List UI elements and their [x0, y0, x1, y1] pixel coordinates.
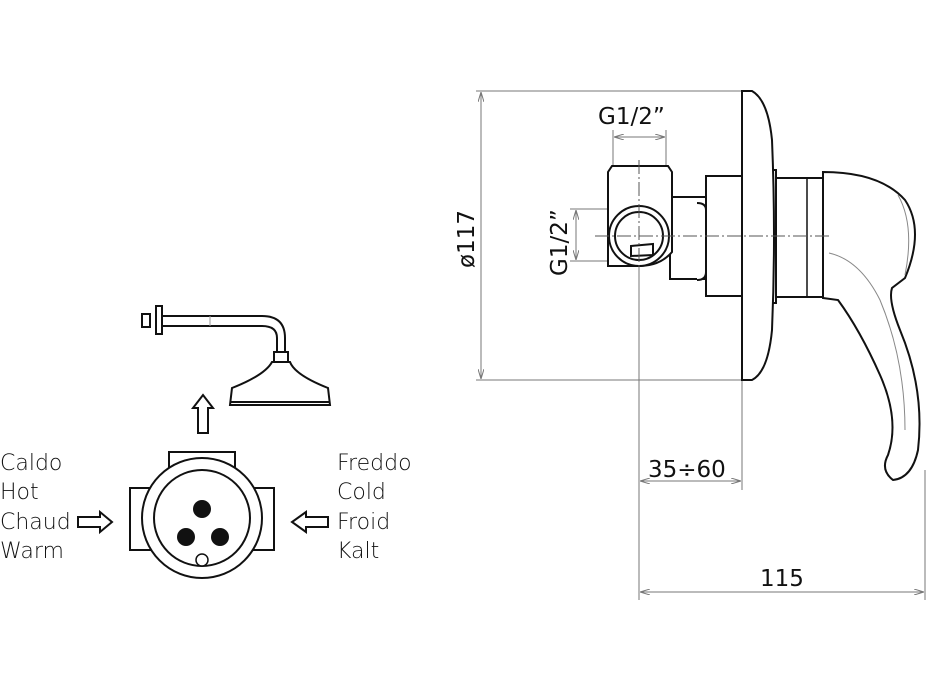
cold-label-it: Freddo	[337, 451, 412, 476]
hot-labels: Caldo Hot Chaud Warm	[0, 451, 71, 564]
thread-side-dimension: G1/2”	[547, 209, 573, 276]
hot-inlet-arrow-icon	[77, 509, 114, 535]
thread-top-dimension: G1/2”	[598, 104, 665, 130]
outlet-up-arrow-icon	[190, 393, 216, 434]
cold-inlet-arrow-icon	[290, 510, 329, 534]
wall-depth-dimension: 35÷60	[648, 457, 726, 483]
cold-label-de: Kalt	[337, 539, 379, 564]
plate-diameter-dimension: ø117	[454, 210, 480, 268]
hot-label-it: Caldo	[0, 451, 62, 476]
mixer-side-view: ø117 G1/2” G1/2” 35÷60 115	[454, 90, 926, 600]
shower-head-icon	[141, 305, 332, 406]
cold-labels: Freddo Cold Froid Kalt	[337, 451, 412, 564]
cold-label-en: Cold	[337, 480, 386, 505]
hot-label-fr: Chaud	[0, 510, 71, 535]
hot-label-en: Hot	[0, 480, 39, 505]
total-depth-dimension: 115	[760, 566, 804, 592]
valve-front-view	[129, 451, 275, 579]
cold-label-fr: Froid	[337, 510, 390, 535]
hot-label-de: Warm	[0, 539, 64, 564]
